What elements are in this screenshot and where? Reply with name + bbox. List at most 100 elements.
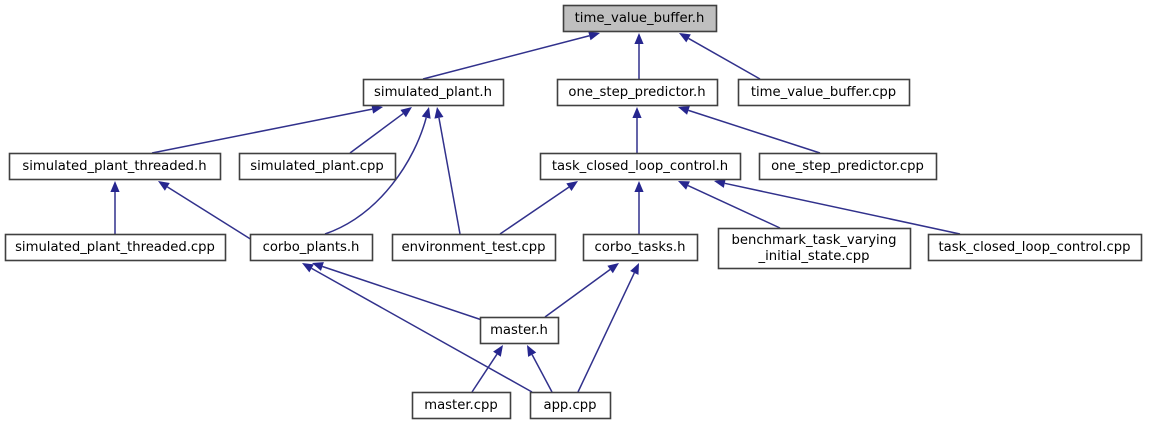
dependency-edge — [634, 33, 644, 79]
dependency-edge — [678, 106, 821, 154]
dependency-edge — [110, 181, 120, 234]
node-box[interactable] — [539, 152, 742, 181]
graph-node-simulated-plant-cpp[interactable]: simulated_plant.cpp — [238, 152, 397, 181]
dependency-edge — [422, 31, 600, 80]
graph-node-time-value-buffer-cpp[interactable]: time_value_buffer.cpp — [737, 78, 911, 107]
graph-node-one-step-predictor-h[interactable]: one_step_predictor.h — [556, 78, 719, 107]
dependency-edge — [302, 263, 533, 393]
edge-line — [311, 267, 533, 393]
edge-line — [499, 186, 570, 235]
dependency-edge — [349, 107, 412, 154]
node-box[interactable] — [737, 78, 911, 107]
nodes-layer: time_value_buffer.h simulated_plant.h one_… — [4, 4, 1143, 420]
node-box[interactable] — [249, 233, 374, 262]
edge-arrowhead — [312, 262, 324, 271]
edge-arrowhead — [493, 345, 503, 357]
graph-node-task-closed-loop-control-cpp[interactable]: task_closed_loop_control.cpp — [927, 233, 1143, 262]
edge-arrowhead — [634, 181, 644, 192]
node-box[interactable] — [391, 233, 557, 262]
dependency-edge — [312, 262, 483, 321]
node-box[interactable] — [362, 78, 505, 107]
edge-arrowhead — [400, 107, 412, 118]
node-label: app.cpp — [543, 398, 596, 413]
dependency-edge — [577, 263, 639, 393]
graph-node-master-cpp[interactable]: master.cpp — [411, 391, 512, 420]
node-box[interactable] — [8, 152, 222, 181]
node-label: corbo_plants.h — [263, 240, 360, 255]
edge-arrowhead — [566, 181, 578, 191]
graph-node-corbo-plants-h[interactable]: corbo_plants.h — [249, 233, 374, 262]
graph-node-simulated-plant-h[interactable]: simulated_plant.h — [362, 78, 505, 107]
graph-node-simulated-plant-threaded-h[interactable]: simulated_plant_threaded.h — [8, 152, 222, 181]
node-box[interactable] — [927, 233, 1143, 262]
node-box[interactable] — [758, 152, 938, 181]
node-label: time_value_buffer.cpp — [751, 85, 896, 100]
node-label: task_closed_loop_control.h — [552, 159, 728, 174]
edge-arrowhead — [632, 107, 642, 118]
node-box[interactable] — [562, 4, 718, 33]
node-box[interactable] — [479, 316, 560, 345]
dependency-edge — [471, 345, 503, 393]
edge-arrowhead — [607, 263, 619, 274]
edge-line — [724, 182, 961, 235]
dependency-edge — [634, 181, 644, 234]
edge-line — [438, 117, 461, 235]
node-label: simulated_plant.cpp — [250, 159, 384, 174]
edge-line — [531, 354, 553, 393]
dependency-edge — [714, 178, 961, 235]
edge-arrowhead — [434, 107, 444, 119]
node-label: master.cpp — [424, 398, 497, 413]
node-label: simulated_plant_threaded.cpp — [15, 240, 215, 255]
node-label: task_closed_loop_control.cpp — [939, 240, 1131, 255]
edge-arrowhead — [371, 104, 383, 114]
edge-arrowhead — [678, 181, 690, 190]
dependency-edge — [434, 107, 461, 235]
dependency-edge — [679, 33, 761, 80]
edge-arrowhead — [634, 33, 644, 44]
graph-node-one-step-predictor-cpp[interactable]: one_step_predictor.cpp — [758, 152, 938, 181]
edge-line — [151, 108, 373, 154]
node-box[interactable] — [556, 78, 719, 107]
graph-node-corbo-tasks-h[interactable]: corbo_tasks.h — [582, 233, 699, 262]
edge-arrowhead — [158, 181, 170, 191]
dependency-edge — [632, 107, 642, 153]
edge-line — [544, 268, 611, 318]
node-label: master.h — [490, 323, 548, 338]
node-box[interactable] — [582, 233, 699, 262]
edge-line — [688, 37, 761, 80]
dependency-edge — [678, 181, 781, 229]
graph-node-master-h[interactable]: master.h — [479, 316, 560, 345]
edge-line — [349, 112, 404, 154]
node-label: simulated_plant.h — [374, 85, 492, 100]
edge-arrowhead — [588, 31, 600, 41]
edge-line — [687, 184, 781, 229]
dependency-edge — [544, 263, 619, 318]
graph-node-time-value-buffer-h[interactable]: time_value_buffer.h — [562, 4, 718, 33]
dependency-edge — [324, 107, 431, 235]
graph-node-environment-test-cpp[interactable]: environment_test.cpp — [391, 233, 557, 262]
node-box[interactable] — [411, 391, 512, 420]
node-label: simulated_plant_threaded.h — [22, 159, 206, 174]
edge-arrowhead — [679, 33, 691, 43]
node-label: corbo_tasks.h — [595, 240, 686, 255]
node-box[interactable] — [4, 233, 227, 262]
node-box[interactable] — [717, 227, 912, 270]
node-label: benchmark_task_varying — [732, 233, 897, 248]
graph-node-app-cpp[interactable]: app.cpp — [529, 391, 612, 420]
node-box[interactable] — [238, 152, 397, 181]
edge-arrowhead — [527, 345, 537, 357]
node-label: _initial_state.cpp — [757, 249, 869, 264]
dependency-edge — [527, 345, 553, 393]
graph-node-task-closed-loop-control-h[interactable]: task_closed_loop_control.h — [539, 152, 742, 181]
edge-line — [577, 272, 635, 393]
edge-arrowhead — [714, 178, 726, 188]
graph-node-benchmark-task-varying-initial-state-cpp[interactable]: benchmark_task_varying_initial_state.cpp — [717, 227, 912, 270]
edge-line — [471, 353, 498, 393]
node-box[interactable] — [529, 391, 612, 420]
dependency-edge — [151, 104, 383, 154]
graph-node-simulated-plant-threaded-cpp[interactable]: simulated_plant_threaded.cpp — [4, 233, 227, 262]
edge-arrowhead — [110, 181, 120, 192]
node-label: one_step_predictor.h — [568, 85, 705, 100]
